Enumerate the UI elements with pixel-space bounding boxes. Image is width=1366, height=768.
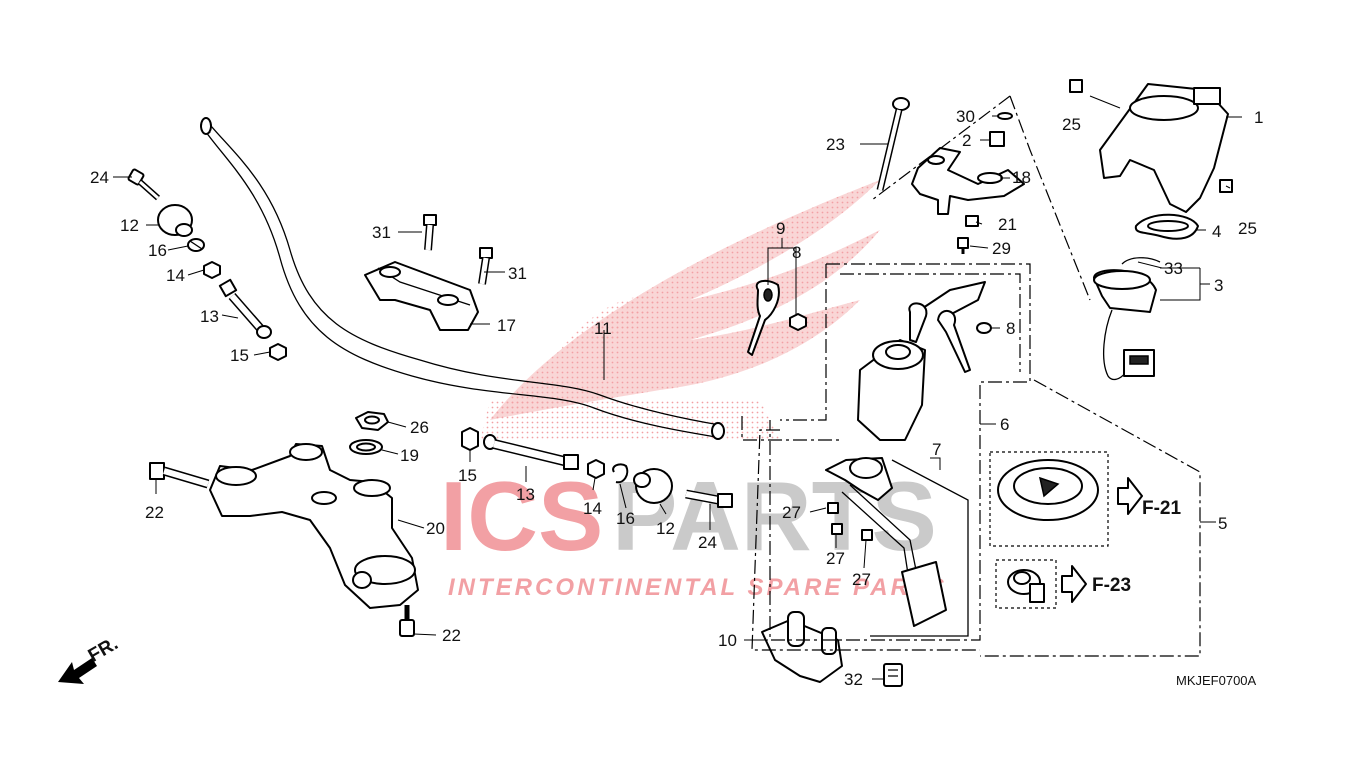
part-15-right-nut — [461, 427, 479, 451]
diagram-code: MKJEF0700A — [1176, 673, 1257, 688]
part-8-cap — [789, 313, 807, 331]
reference-f21[interactable]: F-21 — [1142, 498, 1182, 519]
wing-logo — [480, 180, 880, 440]
callout-22-right[interactable]: 22 — [442, 626, 461, 645]
fuel-cap-ref — [989, 451, 1109, 547]
part-31-holder-bolts — [423, 214, 493, 285]
callout-33[interactable]: 33 — [1164, 259, 1183, 278]
part-17-upper-holder — [364, 261, 479, 331]
handlebar-part-11 — [200, 117, 725, 440]
callout-25-left[interactable]: 25 — [1062, 115, 1081, 134]
part-15-left-nut — [269, 343, 287, 361]
callout-30[interactable]: 30 — [956, 107, 975, 126]
callout-6[interactable]: 6 — [1000, 415, 1009, 434]
part-4-ring — [1134, 213, 1199, 240]
part-10-lock-bracket — [761, 611, 843, 683]
callout-25-right[interactable]: 25 — [1238, 219, 1257, 238]
callout-13-right[interactable]: 13 — [516, 485, 535, 504]
callout-31-right[interactable]: 31 — [508, 264, 527, 283]
callout-21[interactable]: 21 — [998, 215, 1017, 234]
part-13-left-shaft — [218, 278, 272, 339]
callouts: 1 2 3 4 5 6 7 8 8 9 10 11 12 12 13 13 14… — [90, 107, 1263, 689]
callout-27-a[interactable]: 27 — [782, 503, 801, 522]
leader-lines — [113, 95, 1242, 680]
part-25-screws — [1069, 79, 1233, 193]
part-33-clip — [1121, 257, 1161, 265]
callout-9[interactable]: 9 — [776, 219, 785, 238]
callout-1[interactable]: 1 — [1254, 108, 1263, 127]
part-2-bushing — [989, 131, 1005, 147]
part-27-screws — [827, 502, 873, 541]
part-1-top-cover — [1099, 83, 1229, 213]
reference-f23[interactable]: F-23 — [1092, 575, 1131, 596]
callout-8-switch[interactable]: 8 — [1006, 319, 1015, 338]
callout-29[interactable]: 29 — [992, 239, 1011, 258]
callout-14-right[interactable]: 14 — [583, 499, 602, 518]
part-16-left-ring — [187, 238, 205, 252]
part-6-ignition-switch — [857, 281, 986, 441]
callout-24-left[interactable]: 24 — [90, 168, 109, 187]
part-12-left-weight — [157, 204, 193, 237]
callout-27-c[interactable]: 27 — [852, 570, 871, 589]
callout-7[interactable]: 7 — [932, 440, 941, 459]
group-outlines — [741, 95, 1201, 657]
part-7-seat-lock — [825, 457, 947, 627]
part-29-screw — [957, 237, 969, 254]
part-16-right-ring — [612, 463, 629, 484]
part-3-main-switch — [1093, 269, 1157, 381]
callout-10[interactable]: 10 — [718, 631, 737, 650]
callout-15-left[interactable]: 15 — [230, 346, 249, 365]
part-8-cap-right — [976, 322, 992, 334]
f23-arrow — [1061, 565, 1087, 603]
f21-arrow — [1117, 477, 1143, 515]
callout-11[interactable]: 11 — [594, 319, 612, 338]
callout-27-b[interactable]: 27 — [826, 549, 845, 568]
part-23-long-bolt — [876, 97, 910, 191]
part-18-bracket — [911, 147, 1025, 215]
watermark-brand-left: ICS — [440, 461, 603, 571]
part-12-right-weight — [633, 468, 673, 504]
part-30-washer — [997, 112, 1013, 120]
callout-3[interactable]: 3 — [1214, 276, 1223, 295]
lock-cylinder-ref — [995, 559, 1057, 609]
part-26-nut — [355, 411, 389, 431]
callout-20[interactable]: 20 — [426, 519, 445, 538]
part-21-nut — [965, 215, 979, 227]
callout-16-right[interactable]: 16 — [616, 509, 635, 528]
part-14-left-nut — [203, 261, 221, 279]
callout-5[interactable]: 5 — [1218, 514, 1227, 533]
callout-12-left[interactable]: 12 — [120, 216, 139, 235]
callout-15-right[interactable]: 15 — [458, 466, 477, 485]
callout-23[interactable]: 23 — [826, 135, 845, 154]
part-22-bridge-bolts — [149, 462, 415, 637]
part-32-clip — [883, 663, 903, 687]
callout-14-left[interactable]: 14 — [166, 266, 185, 285]
watermark-tagline: INTERCONTINENTAL SPARE PARTS — [448, 574, 947, 601]
arrow-down-left-icon — [58, 658, 97, 684]
part-19-washer — [349, 439, 383, 455]
callout-32[interactable]: 32 — [844, 670, 863, 689]
part-24-left-bolt — [127, 168, 160, 201]
callout-4[interactable]: 4 — [1212, 222, 1221, 241]
part-13-right-shaft — [483, 434, 579, 470]
callout-2[interactable]: 2 — [962, 131, 971, 150]
part-20-top-bridge — [209, 443, 419, 609]
callout-22-left[interactable]: 22 — [145, 503, 164, 522]
callout-12-right[interactable]: 12 — [656, 519, 675, 538]
callout-19[interactable]: 19 — [400, 446, 419, 465]
part-24-right-bolt — [685, 489, 733, 508]
callout-31-left[interactable]: 31 — [372, 223, 391, 242]
front-indicator: FR. — [58, 633, 122, 684]
callout-26[interactable]: 26 — [410, 418, 429, 437]
callout-8-key[interactable]: 8 — [792, 243, 801, 262]
callout-16-left[interactable]: 16 — [148, 241, 167, 260]
callout-18[interactable]: 18 — [1012, 168, 1031, 187]
part-14-right-nut — [587, 459, 605, 479]
callout-17[interactable]: 17 — [497, 316, 516, 335]
callout-13-left[interactable]: 13 — [200, 307, 219, 326]
callout-24-right[interactable]: 24 — [698, 533, 717, 552]
part-9-key — [747, 279, 780, 356]
